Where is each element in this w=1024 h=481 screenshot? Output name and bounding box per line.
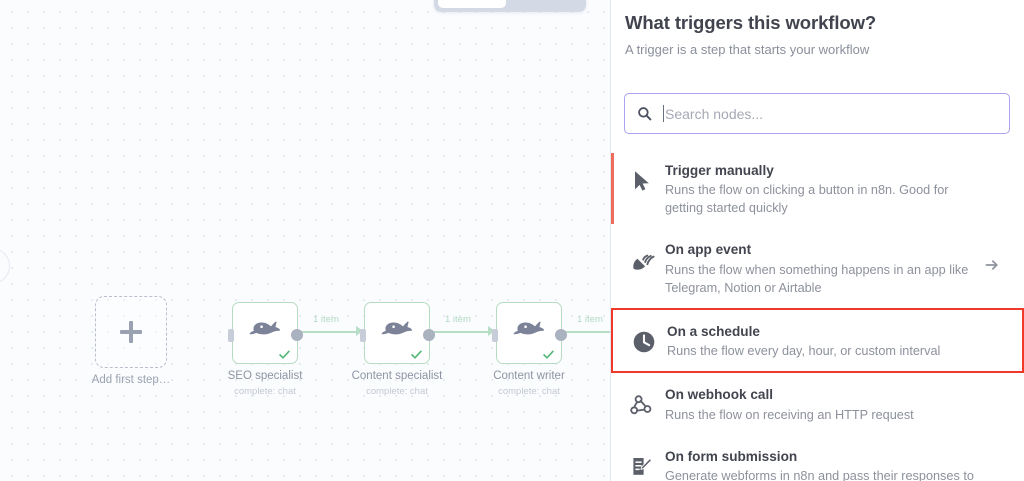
node-success-check-icon xyxy=(542,348,555,361)
workflow-canvas[interactable]: Add first step… 1 item 1 item 1 item SEO s… xyxy=(0,0,610,481)
connector-line[interactable] xyxy=(430,331,488,333)
workflow-node[interactable]: Content specialist complete: chat xyxy=(352,302,442,397)
node-success-check-icon xyxy=(410,348,423,361)
workflow-node-subtitle: complete: chat xyxy=(234,386,296,397)
panel-subtitle: A trigger is a step that starts your wor… xyxy=(625,42,870,57)
item-description: Runs the flow on clicking a button in n8… xyxy=(665,183,949,216)
add-first-step-label: Add first step… xyxy=(91,374,171,386)
item-description: Runs the flow on receiving an HTTP reque… xyxy=(665,407,914,422)
canvas-toolbar-active-segment[interactable] xyxy=(438,0,506,8)
connector-line[interactable] xyxy=(562,331,610,333)
connector-item-count-label: 1 item xyxy=(577,314,603,325)
panel-title: What triggers this workflow? xyxy=(625,12,877,33)
connector-item-count-label: 1 item xyxy=(445,314,471,325)
canvas-decoration-circle xyxy=(0,248,10,284)
arrow-right-icon[interactable] xyxy=(984,257,1006,279)
satellite-dish-icon xyxy=(625,243,659,277)
search-box[interactable] xyxy=(624,93,1010,134)
ollama-whale-icon xyxy=(379,315,415,341)
workflow-node-box[interactable] xyxy=(228,302,303,364)
node-input-port[interactable] xyxy=(492,329,498,342)
item-title: Trigger manually xyxy=(665,163,774,178)
node-input-port[interactable] xyxy=(228,329,234,342)
canvas-toolbar-pill[interactable] xyxy=(434,0,586,12)
node-output-port[interactable] xyxy=(423,329,435,341)
workflow-node-box[interactable] xyxy=(492,302,567,364)
workflow-node-title: Content writer xyxy=(493,370,565,382)
search-input[interactable] xyxy=(665,105,985,122)
node-output-port[interactable] xyxy=(555,329,567,341)
item-description: Generate webforms in n8n and pass their … xyxy=(665,468,974,481)
ollama-whale-icon xyxy=(247,315,283,341)
item-title: On app event xyxy=(665,242,752,258)
workflow-node[interactable]: Content writer complete: chat xyxy=(492,302,567,397)
item-description: Runs the flow every day, hour, or custom… xyxy=(667,344,941,359)
workflow-node-title: Content specialist xyxy=(351,370,443,382)
mouse-cursor-icon xyxy=(625,164,659,198)
node-success-check-icon xyxy=(278,348,291,361)
workflow-node-subtitle: complete: chat xyxy=(498,386,560,397)
clock-icon xyxy=(627,325,661,359)
connector-arrow-icon xyxy=(488,326,495,336)
item-description: Runs the flow when something happens in … xyxy=(665,262,969,295)
item-accent-bar xyxy=(611,153,614,225)
text-cursor xyxy=(663,105,664,122)
form-edit-icon xyxy=(625,450,659,481)
add-first-step-button[interactable]: Add first step… xyxy=(92,296,170,386)
search-icon xyxy=(637,106,652,121)
node-output-port[interactable] xyxy=(291,329,303,341)
webhook-icon xyxy=(625,388,659,422)
item-title: On webhook call xyxy=(665,387,774,403)
node-input-port[interactable] xyxy=(360,329,366,342)
connector-item-count-label: 1 item xyxy=(313,314,339,325)
add-first-step-box[interactable] xyxy=(95,296,167,368)
trigger-panel: What triggers this workflow? A trigger i… xyxy=(610,0,1024,481)
ollama-whale-icon xyxy=(511,315,547,341)
workflow-node-title: SEO specialist xyxy=(227,370,303,382)
connector-arrow-icon xyxy=(356,326,363,336)
workflow-node-box[interactable] xyxy=(360,302,435,364)
workflow-node-subtitle: complete: chat xyxy=(366,386,428,397)
item-title: On form submission xyxy=(665,448,798,464)
workflow-node[interactable]: SEO specialist complete: chat xyxy=(228,302,303,397)
connector-line[interactable] xyxy=(298,331,356,333)
item-title: On a schedule xyxy=(667,323,760,339)
plus-icon xyxy=(120,321,142,343)
